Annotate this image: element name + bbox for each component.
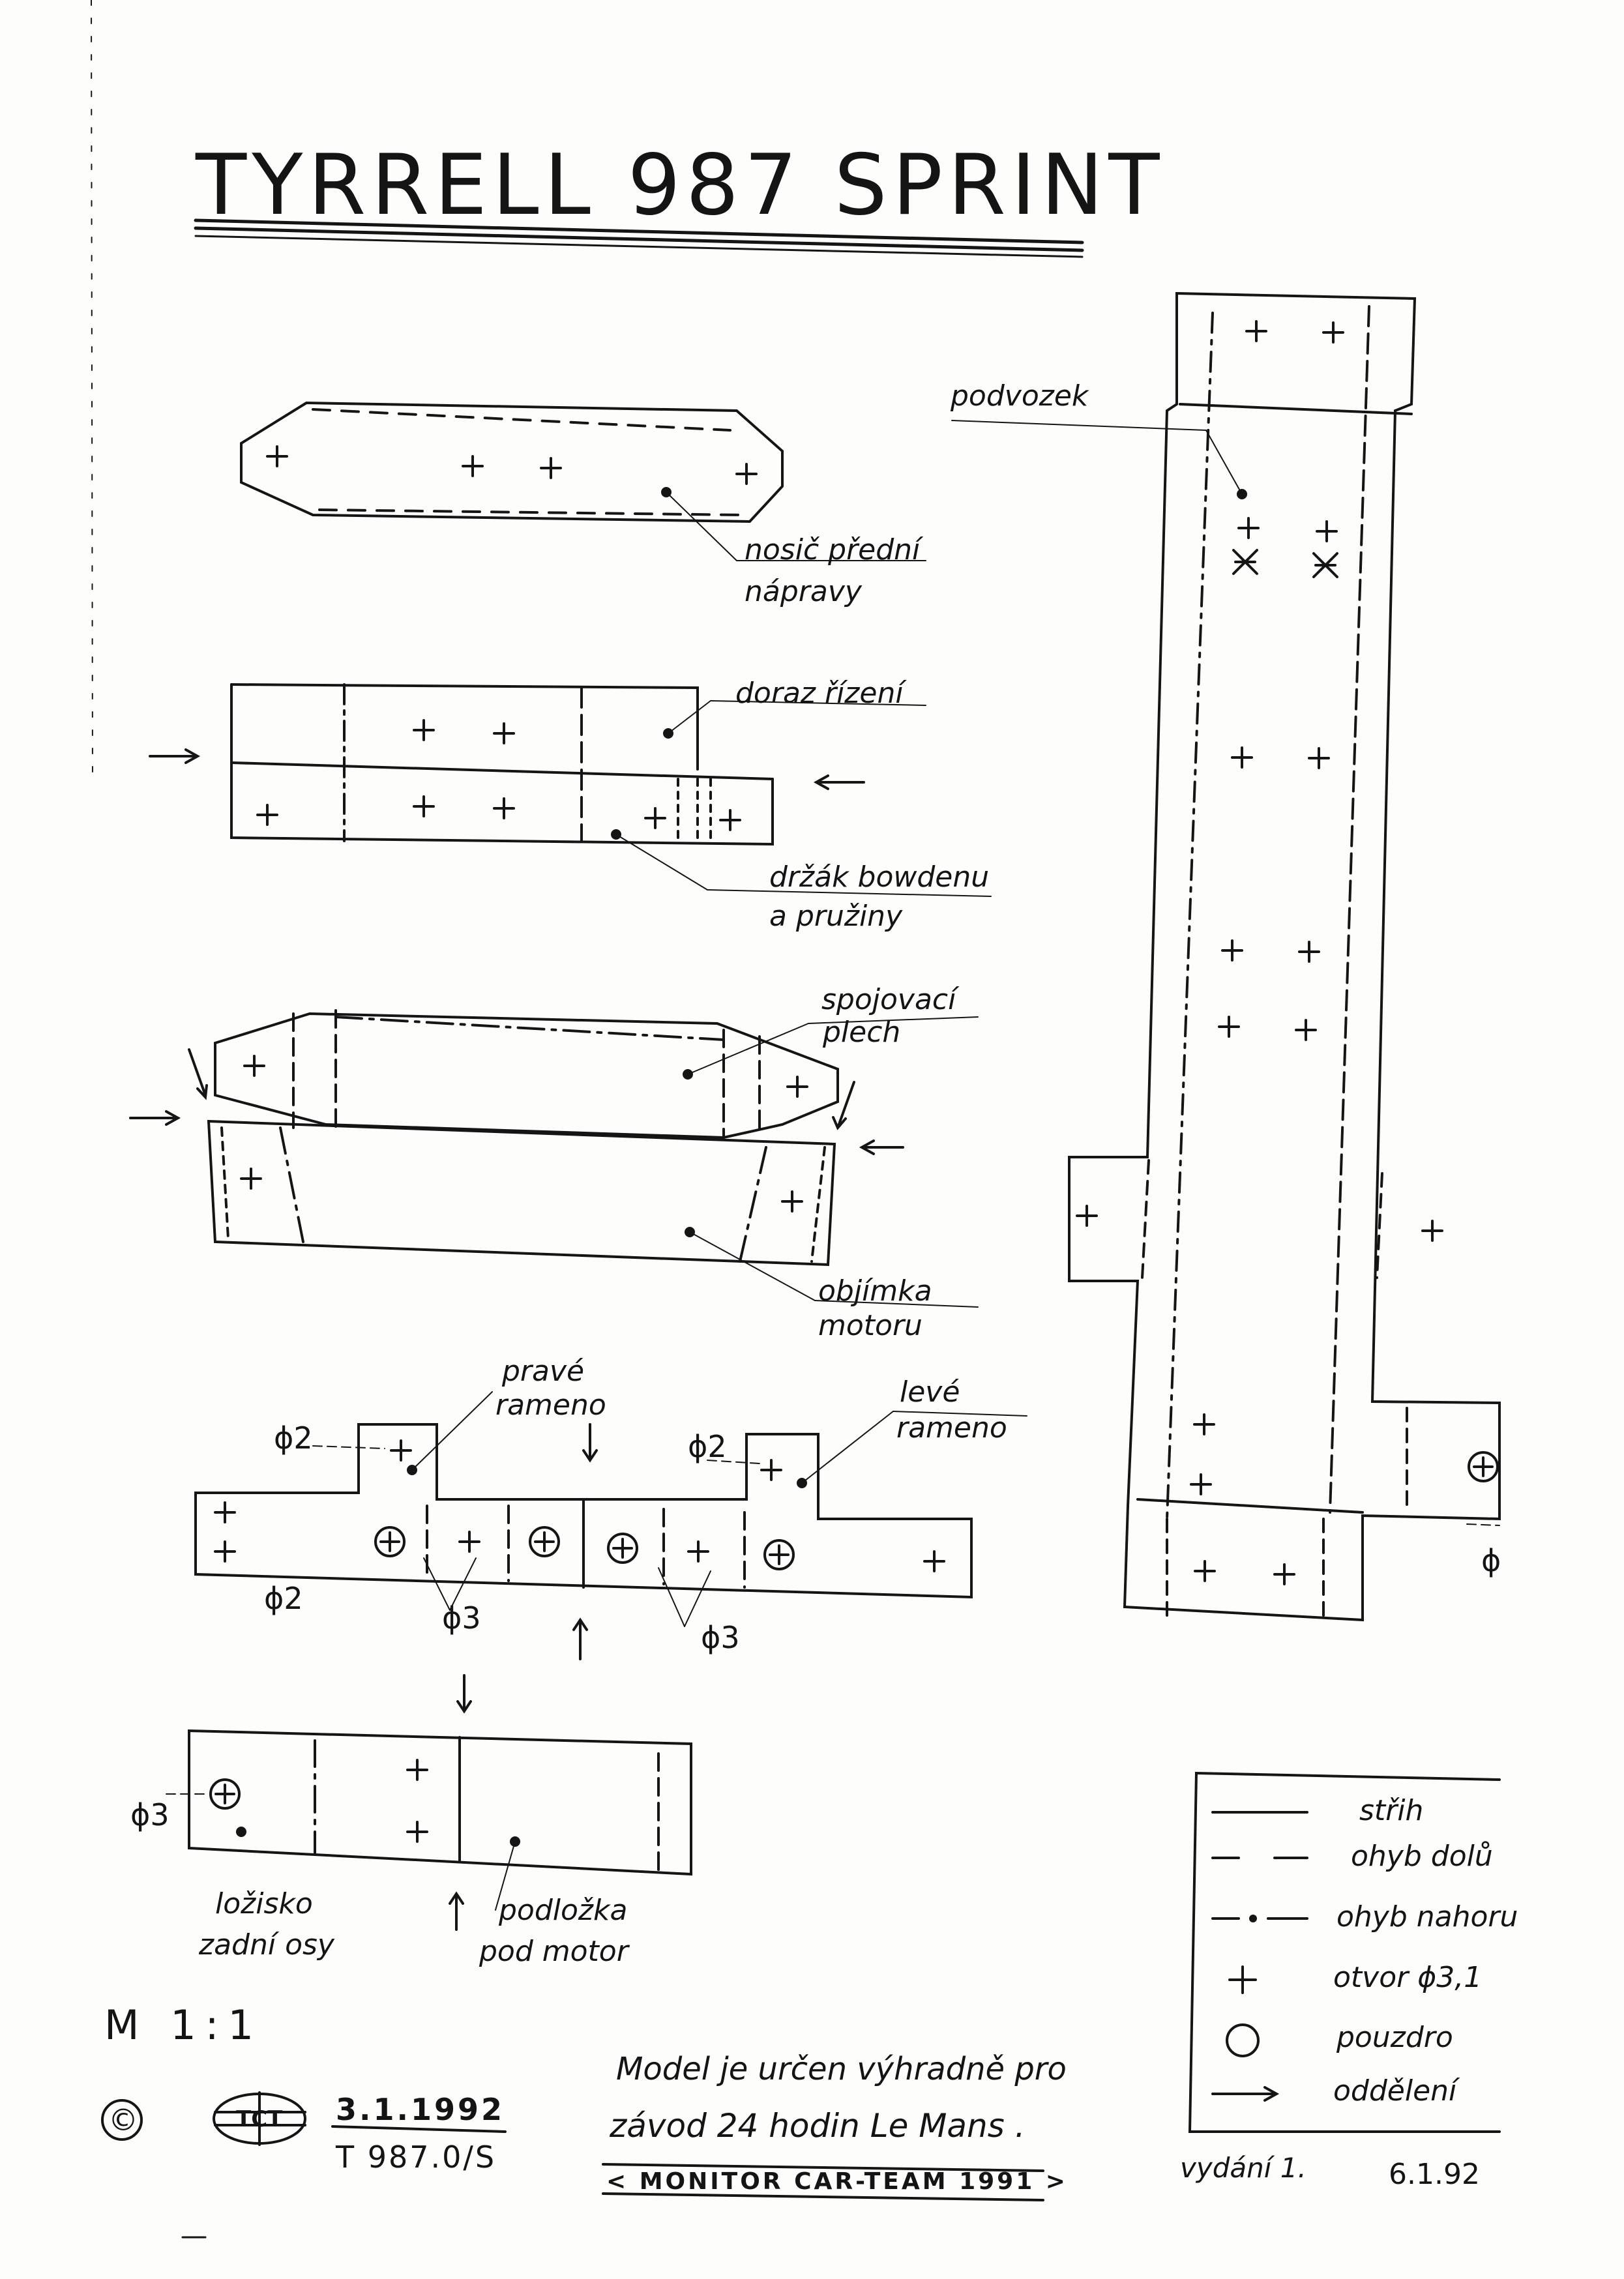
label-objimka-line1: objímka xyxy=(818,1274,932,1308)
legend-text-strih: střih xyxy=(1359,1794,1423,1827)
tct-logo-icon xyxy=(213,2091,306,2146)
edition-label: vydání 1. xyxy=(1180,2152,1307,2184)
part-steering-stop xyxy=(149,683,992,897)
label-podlozka-line2: pod motor xyxy=(479,1935,630,1968)
part-suspension-arms xyxy=(194,1391,1027,1714)
note-line1: Model je určen výhradně pro xyxy=(616,2051,1067,2087)
scale-label: M 1:1 xyxy=(104,2001,263,2049)
copyright-label: © xyxy=(108,2102,138,2138)
label-spojovaci-line1: spojovací xyxy=(821,983,960,1016)
part-chassis xyxy=(951,291,1501,1622)
dim-phi3-bearing: ϕ3 xyxy=(130,1797,170,1832)
label-doraz: doraz řízení xyxy=(735,677,907,710)
drawing-code: T 987.0/S xyxy=(335,2139,496,2175)
drawing-title: TYRRELL 987 SPRINT xyxy=(195,137,1165,234)
label-podlozka-line1: podložka xyxy=(498,1894,627,1927)
drawing-date: 3.1.1992 xyxy=(336,2092,505,2127)
legend-box xyxy=(1188,1771,1501,2133)
label-spojovaci-line2: plech xyxy=(822,1016,900,1049)
label-podvozek: podvozek xyxy=(950,379,1089,413)
label-lozisko-line2: zadní osy xyxy=(198,1928,335,1962)
dim-phi2-bottom: ϕ2 xyxy=(264,1581,303,1616)
legend-text-pouzdro: pouzdro xyxy=(1336,2021,1453,2054)
dim-phi3-left: ϕ3 xyxy=(701,1620,740,1655)
label-leve-line1: levé xyxy=(900,1375,960,1409)
label-leve-line2: rameno xyxy=(896,1411,1007,1445)
label-lozisko-line1: ložisko xyxy=(215,1887,313,1920)
label-drzak-line2: a pružiny xyxy=(769,900,903,933)
part-rear-bearing-plate xyxy=(166,1729,692,1931)
label-prave-line1: pravé xyxy=(501,1355,584,1388)
part-engine-clamp xyxy=(129,1048,979,1308)
note-line2: závod 24 hodin Le Mans . xyxy=(609,2107,1026,2145)
label-nosic-line1: nosič přední xyxy=(745,533,924,566)
edition-date: 6.1.92 xyxy=(1389,2158,1480,2191)
copyright-icon xyxy=(101,2099,143,2141)
dim-phi2-left-arm: ϕ2 xyxy=(688,1429,727,1464)
legend-text-otvor: otvor ϕ3,1 xyxy=(1333,1961,1482,1994)
dim-phi-chassis: ϕ xyxy=(1481,1543,1501,1578)
label-nosic-line2: nápravy xyxy=(745,575,863,608)
dim-phi2-right-arm: ϕ2 xyxy=(274,1420,313,1456)
dim-phi3-right: ϕ3 xyxy=(442,1600,481,1636)
legend-text-oddeleni: oddělení xyxy=(1333,2074,1460,2108)
legend-text-ohyb-dolu: ohyb dolů xyxy=(1351,1840,1493,1873)
part-front-axle-carrier xyxy=(240,401,926,561)
label-prave-line2: rameno xyxy=(495,1389,606,1422)
part-connecting-plate xyxy=(214,1009,979,1140)
legend-text-ohyb-nahoru: ohyb nahoru xyxy=(1336,1900,1518,1933)
logo-text: TCT xyxy=(236,2106,283,2132)
label-objimka-line2: motoru xyxy=(818,1309,923,1342)
team-label: < MONITOR CAR-TEAM 1991 > xyxy=(606,2168,1068,2195)
label-drzak-line1: držák bowdenu xyxy=(769,860,989,894)
